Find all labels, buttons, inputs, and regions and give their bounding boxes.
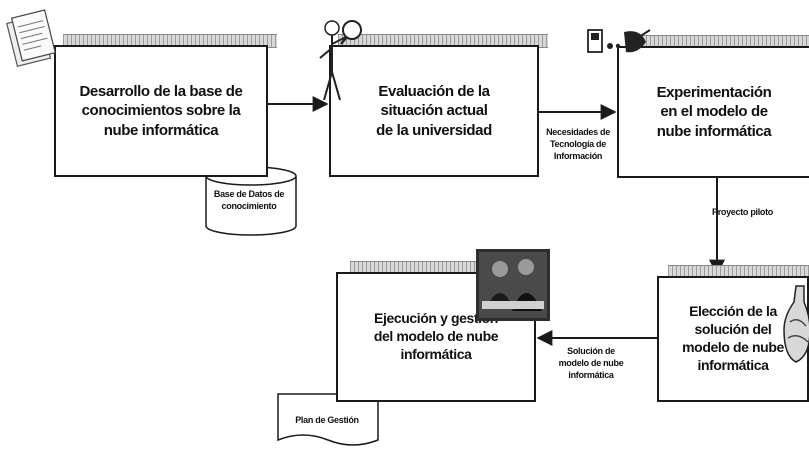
globe-flask-icon: [783, 285, 809, 363]
document-icon: [6, 9, 57, 67]
team-photo-icon: [476, 249, 550, 321]
document-label: Plan de Gestión: [295, 415, 359, 425]
arrow-label-line: modelo de nube: [558, 358, 624, 368]
box-line: Ejecución y gestión: [374, 310, 498, 327]
arrow-label-necesidades: Necesidades de Tecnología de Información: [538, 126, 618, 162]
box-evaluacion: Evaluación de la situación actual de la …: [329, 45, 539, 177]
box-line: informática: [400, 345, 472, 362]
arrow-label-line: Tecnología de: [550, 139, 606, 149]
box-line: Elección de la: [689, 303, 777, 320]
box-desarrollo: Desarrollo de la base de conocimientos s…: [54, 45, 268, 177]
box-line: Evaluación de la: [378, 83, 490, 101]
box-line: informática: [697, 356, 769, 373]
box-line: solución del: [694, 321, 772, 338]
arrow-label-line: informática: [568, 370, 614, 380]
magnifier-person-icon: [319, 20, 362, 101]
arrow-label-line: Necesidades de: [546, 127, 610, 137]
box-experimentacion: Experimentación en el modelo de nube inf…: [617, 46, 809, 178]
arrow-label-solucion: Solución de modelo de nube informática: [548, 345, 634, 381]
box-eleccion: Elección de la solución del modelo de nu…: [657, 276, 809, 402]
arrow-label-line: Solución de: [567, 346, 615, 356]
box-line: Experimentación: [656, 84, 772, 102]
box-line: nube informática: [103, 121, 219, 139]
arrow-label-proyecto: Proyecto piloto: [712, 207, 774, 217]
box-line: de la universidad: [376, 121, 492, 139]
satellite-dish-icon: [587, 29, 651, 53]
box-line: en el modelo de: [660, 103, 768, 121]
box-line: Desarrollo de la base de: [79, 83, 243, 101]
database-label-line: conocimiento: [221, 201, 277, 211]
box-line: modelo de nube: [682, 339, 784, 355]
box-line: del modelo de nube: [373, 328, 499, 345]
box-line: nube informática: [656, 122, 772, 140]
box-line: situación actual: [380, 102, 488, 120]
box-line: conocimientos sobre la: [81, 102, 241, 120]
document-shape: [277, 393, 379, 446]
database-label: Base de Datos de conocimiento: [208, 188, 290, 212]
arrow-label-line: Información: [553, 151, 603, 161]
database-label-line: Base de Datos de: [213, 189, 285, 199]
